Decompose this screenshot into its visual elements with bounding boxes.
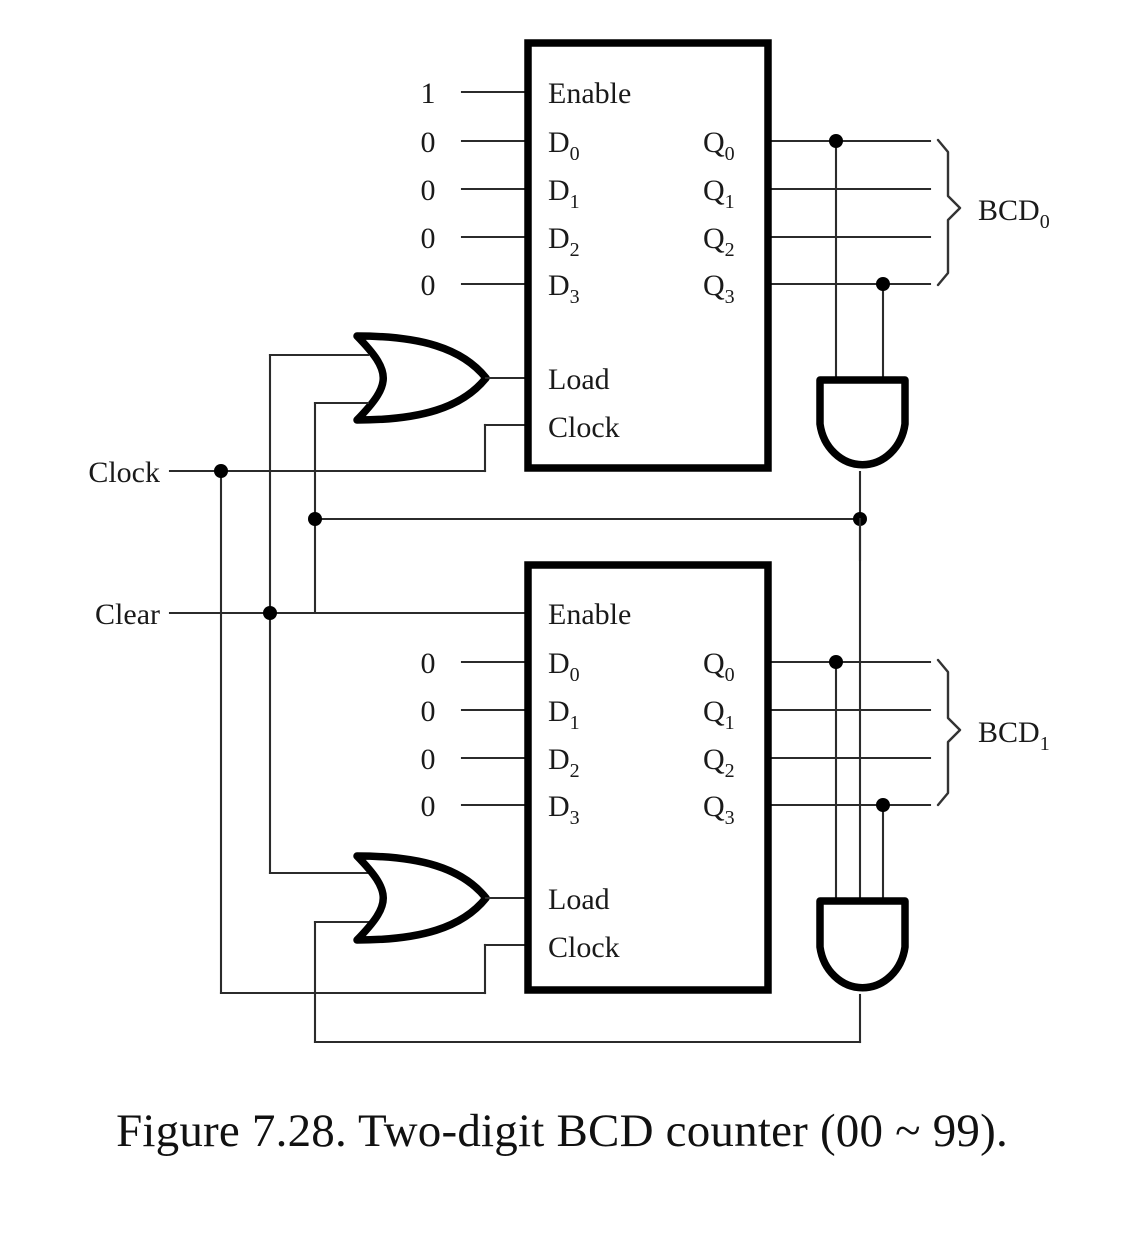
lower-load-label: Load bbox=[548, 883, 610, 916]
lower-d1-value: 0 bbox=[421, 695, 436, 728]
upper-d3-label: D3 bbox=[548, 269, 580, 308]
upper-constant-inputs: 1 0 0 0 0 bbox=[421, 77, 436, 302]
global-signal-wires bbox=[168, 353, 530, 995]
brace-bcd1 bbox=[936, 658, 962, 807]
upper-d0-label: D0 bbox=[548, 126, 580, 165]
junction-clear bbox=[263, 606, 277, 620]
lower-q2-label: Q2 bbox=[703, 743, 735, 782]
upper-load-label: Load bbox=[548, 363, 610, 396]
lower-q3-label: Q3 bbox=[703, 790, 735, 829]
upper-d1-value: 0 bbox=[421, 174, 436, 207]
upper-clock-label: Clock bbox=[548, 411, 620, 444]
upper-register-labels: Enable D0 D1 D2 D3 Q0 Q1 Q2 Q bbox=[548, 77, 735, 444]
junction-lower-q0 bbox=[829, 655, 843, 669]
global-signal-labels: Clock Clear bbox=[88, 456, 160, 631]
register-box-upper bbox=[524, 39, 772, 472]
figure-caption: Figure 7.28. Two-digit BCD counter (00 ~… bbox=[116, 1105, 1008, 1157]
lower-d3-value: 0 bbox=[421, 790, 436, 823]
clear-input-label: Clear bbox=[95, 598, 160, 631]
upper-clock-wire bbox=[483, 423, 530, 473]
junction-carry-left bbox=[308, 512, 322, 526]
or-gate-lower bbox=[353, 852, 490, 944]
lower-q1-label: Q1 bbox=[703, 695, 735, 734]
lower-d0-label: D0 bbox=[548, 647, 580, 686]
and-gate-lower bbox=[816, 897, 909, 992]
lower-q0-label: Q0 bbox=[703, 647, 735, 686]
register-box-lower bbox=[524, 561, 772, 994]
upper-register-output-wires bbox=[766, 139, 932, 286]
junction-clock bbox=[214, 464, 228, 478]
upper-d1-label: D1 bbox=[548, 174, 580, 213]
brace-bcd0 bbox=[936, 138, 962, 287]
lower-d2-label: D2 bbox=[548, 743, 580, 782]
lower-and-output-wires bbox=[313, 920, 862, 1044]
bcd0-label: BCD0 bbox=[978, 194, 1050, 233]
lower-d1-label: D1 bbox=[548, 695, 580, 734]
upper-d2-value: 0 bbox=[421, 222, 436, 255]
lower-enable-label: Enable bbox=[548, 598, 631, 631]
upper-enable-value: 1 bbox=[421, 77, 436, 110]
upper-or-wires bbox=[268, 353, 530, 405]
lower-clock-label: Clock bbox=[548, 931, 620, 964]
lower-and-tap-wires bbox=[829, 655, 890, 901]
bcd-bus-labels: BCD0 BCD1 bbox=[978, 194, 1050, 755]
lower-d2-value: 0 bbox=[421, 743, 436, 776]
lower-d3-label: D3 bbox=[548, 790, 580, 829]
upper-d3-value: 0 bbox=[421, 269, 436, 302]
upper-and-tap-wires bbox=[829, 134, 890, 380]
clock-input-label: Clock bbox=[88, 456, 160, 489]
upper-d2-label: D2 bbox=[548, 222, 580, 261]
lower-register-output-wires bbox=[766, 660, 932, 807]
upper-q3-label: Q3 bbox=[703, 269, 735, 308]
upper-d0-value: 0 bbox=[421, 126, 436, 159]
lower-register-input-wires bbox=[460, 660, 530, 807]
lower-constant-inputs: 0 0 0 0 bbox=[421, 647, 436, 823]
lower-register-labels: Enable D0 D1 D2 D3 Q0 Q1 Q2 Q bbox=[548, 598, 735, 964]
upper-q1-label: Q1 bbox=[703, 174, 735, 213]
upper-q0-label: Q0 bbox=[703, 126, 735, 165]
upper-enable-label: Enable bbox=[548, 77, 631, 110]
junction-lower-q3 bbox=[876, 798, 890, 812]
or-gate-upper bbox=[353, 332, 490, 424]
junction-upper-q3 bbox=[876, 277, 890, 291]
bcd1-label: BCD1 bbox=[978, 716, 1050, 755]
upper-register-input-wires bbox=[460, 90, 530, 286]
lower-d0-value: 0 bbox=[421, 647, 436, 680]
junction-upper-q0 bbox=[829, 134, 843, 148]
upper-q2-label: Q2 bbox=[703, 222, 735, 261]
and-gate-upper bbox=[816, 376, 909, 469]
